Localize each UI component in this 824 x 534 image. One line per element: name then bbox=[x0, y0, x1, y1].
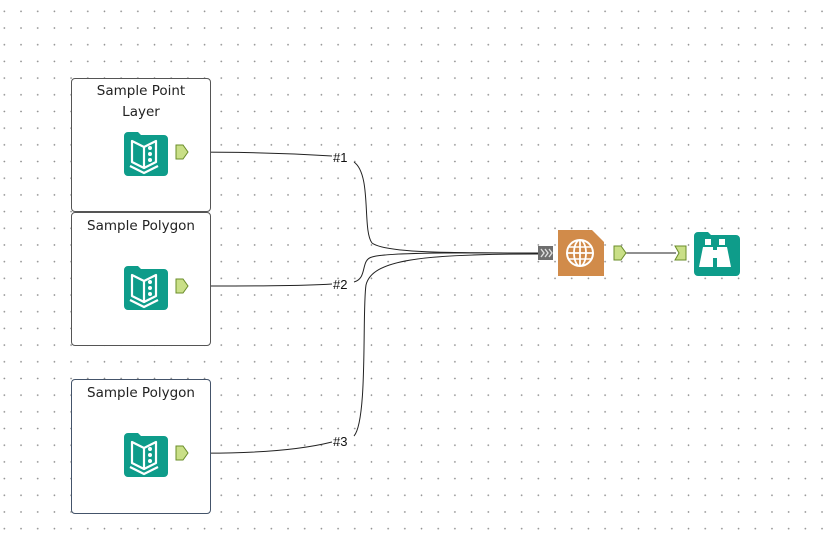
output-anchor-3[interactable] bbox=[175, 445, 189, 461]
input-data-tool-2[interactable] bbox=[120, 262, 168, 310]
output-anchor-2[interactable] bbox=[175, 278, 189, 294]
spatial-tool[interactable] bbox=[556, 228, 604, 276]
globe-icon bbox=[558, 230, 604, 276]
input-data-tool-3[interactable] bbox=[120, 429, 168, 477]
connection-wire-2b[interactable] bbox=[353, 252, 539, 283]
multi-input-anchor[interactable] bbox=[538, 246, 554, 260]
browse-tool[interactable] bbox=[690, 228, 740, 276]
binoculars-icon bbox=[694, 232, 740, 276]
connection-label-1: #1 bbox=[333, 150, 348, 165]
input-title-3: Sample Polygon bbox=[87, 385, 195, 401]
input-container-3[interactable]: Sample Polygon bbox=[71, 379, 211, 514]
input-title-1: Sample Point Layer bbox=[96, 83, 186, 120]
connection-label-2: #2 bbox=[333, 277, 348, 292]
connection-wire-1b[interactable] bbox=[353, 161, 539, 254]
spatial-output-anchor[interactable] bbox=[613, 245, 627, 261]
browse-input-anchor[interactable] bbox=[674, 245, 688, 261]
connection-wire-3b[interactable] bbox=[353, 253, 539, 437]
connection-label-3: #3 bbox=[333, 434, 348, 449]
book-icon bbox=[124, 433, 168, 477]
book-icon bbox=[124, 132, 168, 176]
input-title-2: Sample Polygon bbox=[87, 218, 195, 234]
input-data-tool-1[interactable] bbox=[120, 128, 168, 176]
output-anchor-1[interactable] bbox=[175, 144, 189, 160]
book-icon bbox=[124, 266, 168, 310]
